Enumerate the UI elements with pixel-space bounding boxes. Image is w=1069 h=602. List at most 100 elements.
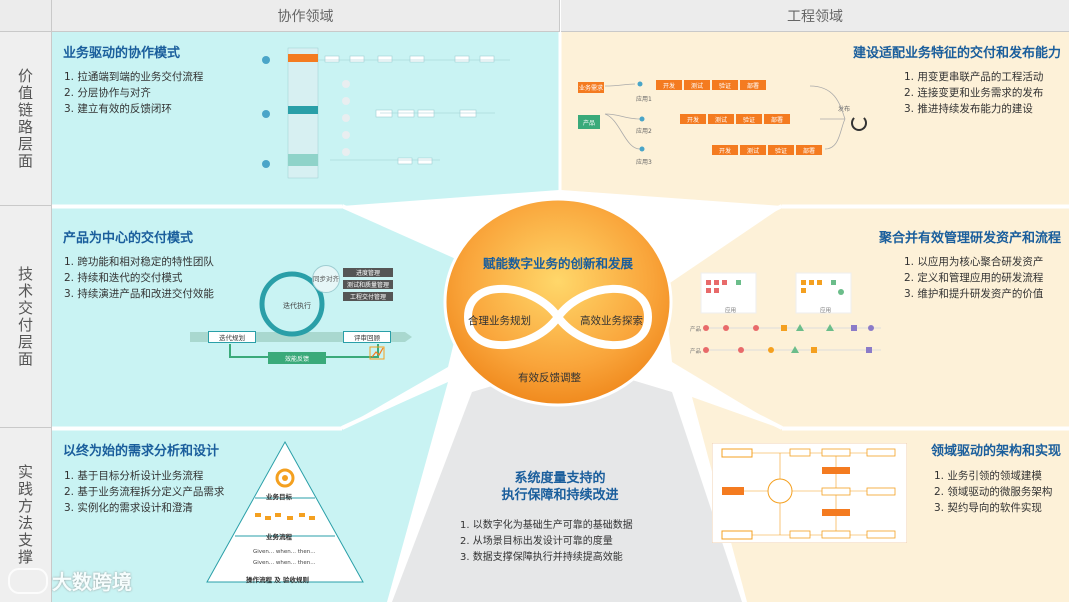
pyramid-gwt-1: Given... when... then... [253,549,316,555]
release-lane-2: 开发 测试 验证 部署 [680,114,790,124]
panel1-list: 1. 拉通端到端的业务交付流程 2. 分层协作与对齐 3. 建立有效的反馈闭环 [64,69,203,117]
panel2-item: 3. 推进持续发布能力的建设 [904,103,1033,115]
asset-app-label-1: 应用 [725,308,737,314]
release-app2-label: 应用2 [636,128,652,135]
panel7-list: 1. 业务引领的领域建模 2. 领域驱动的微服务架构 3. 契约导向的软件实现 [934,468,1052,516]
watermark-logo-icon [8,567,48,594]
release-connectors [604,81,846,152]
header-right-label: 工程领域 [787,8,843,25]
panel4-item: 2. 定义和管理应用的研发流程 [904,272,1044,284]
power-icon [851,115,867,131]
header-engineering: 工程领域 [561,0,1069,32]
panel5-list: 1. 基于目标分析设计业务流程 2. 基于业务流程拆分定义产品需求 3. 实例化… [64,468,224,516]
release-lane-1: 开发 测试 验证 部署 [656,80,766,90]
iter-tag: 工程交付管理 [343,292,393,301]
release-product-box: 产品 [578,115,600,129]
release-step: 测试 [740,145,766,155]
pyramid-gwt-2: Given... when... then... [253,560,316,566]
panel7-title: 领域驱动的架构和实现 [930,444,1061,459]
release-step: 验证 [736,114,762,124]
corner-cell [0,0,52,32]
panel-bg-left-mid [52,207,466,428]
side-row-value-label: 价值链路层面 [16,67,34,170]
panel5-item: 3. 实例化的需求设计和澄清 [64,502,193,514]
panel1-item: 3. 建立有效的反馈闭环 [64,103,172,115]
release-step: 开发 [656,80,682,90]
infinity-loop [463,284,653,350]
requirements-pyramid [206,440,364,583]
panel5-item: 2. 基于业务流程拆分定义产品需求 [64,486,225,498]
watermark-text: 大数跨境 [52,570,132,594]
iter-sync-label: 同步对齐 [312,265,340,293]
asset-diagram [700,272,881,353]
panel3-item: 3. 持续演进产品和改进交付效能 [64,288,214,300]
release-step: 部署 [740,80,766,90]
panel1-item: 2. 分层协作与对齐 [64,87,151,99]
release-step: 测试 [708,114,734,124]
panel5-item: 1. 基于目标分析设计业务流程 [64,470,204,482]
panel2-list: 1. 用变更串联产品的工程活动 2. 连接变更和业务需求的发布 3. 推进持续发… [904,69,1043,117]
release-step: 开发 [680,114,706,124]
business-flow-diagram [262,47,510,179]
panel7-item: 3. 契约导向的软件实现 [934,502,1042,514]
panel2-title: 建设适配业务特征的交付和发布能力 [852,46,1061,61]
panel2-item: 2. 连接变更和业务需求的发布 [904,87,1044,99]
panel-bg-bottom [392,362,742,602]
release-step: 验证 [768,145,794,155]
release-publish-label: 发布 [838,106,851,113]
release-lane-3: 开发 测试 验证 部署 [712,145,822,155]
iter-tag: 测试和质量管理 [343,280,393,289]
pyramid-level-3: 操作流程 及 验收规则 [246,576,310,584]
panel6-title-line2: 执行保障和持续改进 [501,488,619,503]
side-row-tech: 技术交付层面 [0,206,51,428]
panel1-item: 1. 拉通端到端的业务交付流程 [64,71,204,83]
release-app3-label: 应用3 [636,159,652,166]
center-circle [443,197,673,407]
panel3-list: 1. 跨功能和相对稳定的特性团队 2. 持续和迭代的交付模式 3. 持续演进产品… [64,254,214,302]
side-row-practice-label: 实践方法支撑 [16,464,34,566]
panel-bg-left-bot [52,382,448,602]
center-bottom-label: 有效反馈调整 [518,372,581,384]
panel4-item: 1. 以应用为核心聚合研发资产 [904,256,1044,268]
panel6-item: 2. 从场景目标出发设计可靠的度量 [460,536,613,547]
panel-bg-right-mid [664,207,1069,428]
side-row-tech-label: 技术交付层面 [16,265,34,368]
panel6-title-line1: 系统度量支持的 [514,471,606,486]
center-title: 赋能数字业务的创新和发展 [482,256,633,271]
side-row-practice: 实践方法支撑 [0,428,51,602]
release-step: 部署 [796,145,822,155]
side-row-value: 价值链路层面 [0,32,51,206]
panel3-item: 2. 持续和迭代的交付模式 [64,272,183,284]
panel7-item: 2. 领域驱动的微服务架构 [934,486,1053,498]
panel4-title: 聚合并有效管理研发资产和流程 [878,231,1061,246]
release-step: 验证 [712,80,738,90]
header-collaboration: 协作领域 [52,0,560,32]
pyramid-level-1: 业务目标 [266,493,292,501]
center-right-label: 高效业务探索 [580,315,643,327]
panel6-item: 3. 数据支撑保障执行并持续提高效能 [460,552,623,563]
panel3-item: 1. 跨功能和相对稳定的特性团队 [64,256,214,268]
domain-architecture-diagram [712,443,907,543]
panel7-item: 1. 业务引领的领域建模 [934,470,1042,482]
pyramid-level-2: 业务流程 [266,533,292,541]
iter-feedback-label: 效能反馈 [268,352,326,364]
asset-product-label-2: 产品 [690,349,702,355]
asset-product-label-1: 产品 [690,327,702,333]
release-req-box: 业务需求 [578,82,604,93]
panel1-title: 业务驱动的协作模式 [63,46,181,61]
panel5-title: 以终为始的需求分析和设计 [63,444,220,459]
panel2-item: 1. 用变更串联产品的工程活动 [904,71,1044,83]
release-step: 开发 [712,145,738,155]
watermark: 大数跨境 [8,566,132,595]
side-column: 价值链路层面 技术交付层面 实践方法支撑 [0,32,52,602]
release-step: 部署 [764,114,790,124]
panel6-item: 1. 以数字化为基础生产可靠的基础数据 [460,520,633,531]
panel-backgrounds [52,32,1069,602]
panel-bg-right-top [561,32,1069,206]
iter-exec-label: 迭代执行 [283,302,311,310]
iter-review-label: 评审回顾 [343,331,391,343]
release-app1-label: 应用1 [636,96,652,103]
release-step: 测试 [684,80,710,90]
panel4-list: 1. 以应用为核心聚合研发资产 2. 定义和管理应用的研发流程 3. 维护和提升… [904,254,1043,302]
iter-plan-label: 迭代规划 [208,331,256,343]
